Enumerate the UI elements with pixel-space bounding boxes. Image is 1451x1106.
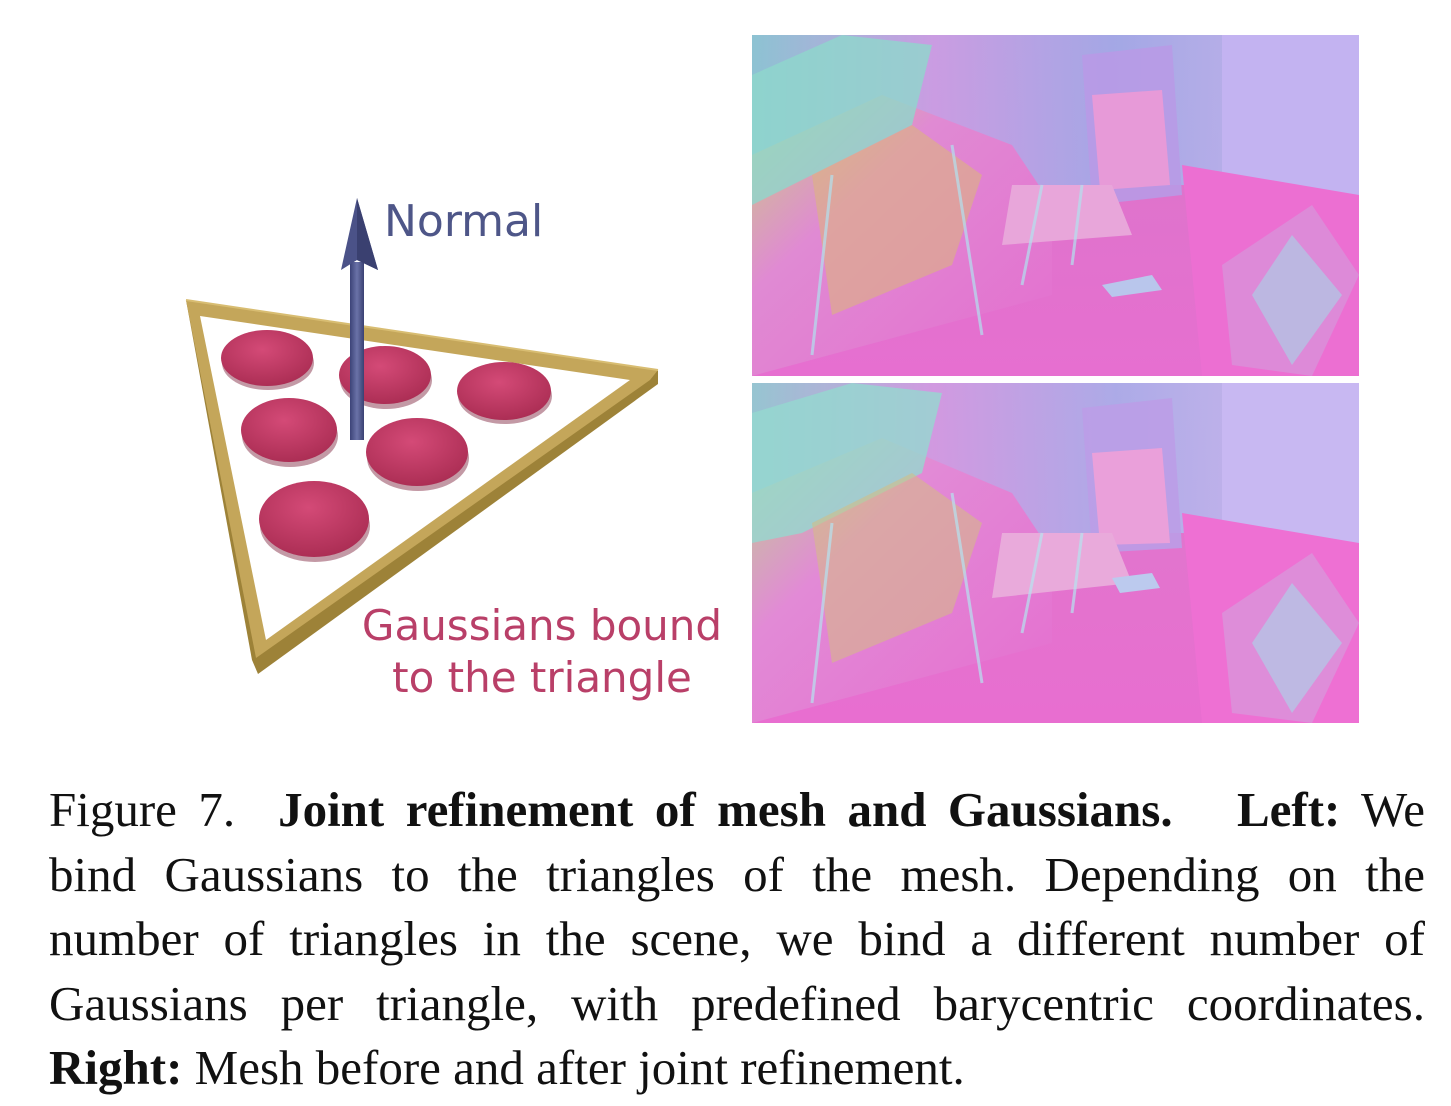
caption-line-3: number of triangles in the scene, we bin… [49,911,1425,966]
gaussian-disc [259,481,369,557]
gaussian-disc [366,418,468,486]
caption-line-1-tail: We [1360,782,1426,837]
caption-line-5: Right: Mesh before and after joint refin… [49,1036,1425,1101]
mesh-after-image [752,383,1359,723]
caption-line-1: Figure 7. Joint refinement of mesh and G… [49,778,1425,843]
mesh-before-render [752,35,1359,376]
caption-line-2: bind Gaussians to the triangles of the m… [49,846,1425,902]
gaussians-label-line2: to the triangle [392,653,692,702]
triangle-diagram-svg [185,198,659,674]
triangle-diagram: Normal Gaussians bound to the triangle [170,180,730,702]
gaussian-disc [457,362,551,420]
caption-left-label: Left: [1236,782,1341,837]
gaussian-disc [221,330,313,386]
gaussians-label: Gaussians bound to the triangle [352,600,732,704]
figure-caption: Figure 7. Joint refinement of mesh and G… [49,778,1425,1101]
mesh-after-render [752,383,1359,723]
mesh-before-image [752,35,1359,376]
caption-line-5-tail: Mesh before and after joint refinement. [194,1040,965,1095]
caption-right-label: Right: [49,1040,183,1095]
figure-number: Figure 7. [49,782,236,837]
gaussians-label-line1: Gaussians bound [361,601,723,650]
normal-label: Normal [384,196,544,247]
normal-arrow [341,198,378,440]
caption-title: Joint refinement of mesh and Gaussians. [278,782,1173,837]
caption-line-4: Gaussians per triangle, with predefined … [49,975,1425,1031]
gaussian-disc [241,398,337,462]
